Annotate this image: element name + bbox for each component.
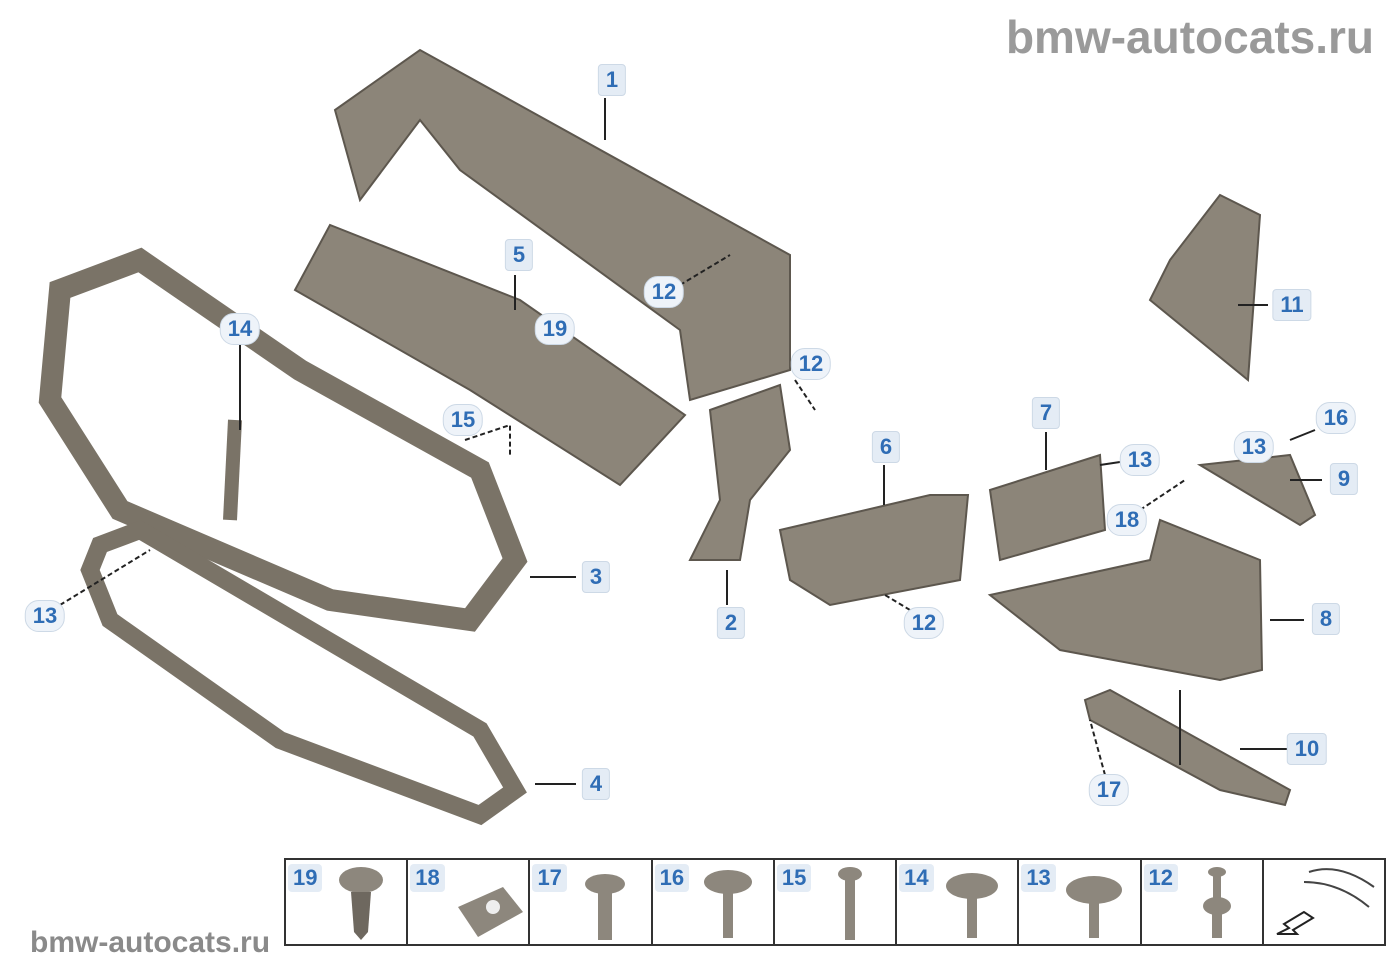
part-9-bracket — [1196, 453, 1317, 527]
callout-13[interactable]: 13 — [1233, 431, 1275, 463]
part-4-grille — [80, 520, 527, 826]
callout-10[interactable]: 10 — [1286, 733, 1328, 765]
callout-12[interactable]: 12 — [903, 607, 945, 639]
callout-13[interactable]: 13 — [1119, 444, 1161, 476]
vehicle-orientation-cell — [1261, 860, 1386, 944]
fastener-number: 13 — [1021, 864, 1056, 892]
callout-1[interactable]: 1 — [597, 64, 627, 96]
rivet-icon — [1202, 867, 1231, 938]
callout-17[interactable]: 17 — [1088, 774, 1130, 806]
fastener-number: 17 — [532, 864, 567, 892]
callout-19[interactable]: 19 — [534, 313, 576, 345]
callout-7[interactable]: 7 — [1031, 397, 1061, 429]
callout-3[interactable]: 3 — [581, 561, 611, 593]
callout-14[interactable]: 14 — [219, 313, 261, 345]
callout-15[interactable]: 15 — [442, 404, 484, 436]
callout-18[interactable]: 18 — [1106, 504, 1148, 536]
fastener-number: 15 — [776, 864, 812, 892]
callout-9[interactable]: 9 — [1329, 463, 1359, 495]
fastener-16[interactable]: 16 — [650, 860, 773, 944]
callout-4[interactable]: 4 — [581, 768, 611, 800]
fastener-number: 14 — [899, 864, 934, 892]
screw-icon — [339, 867, 383, 940]
fastener-number: 16 — [654, 864, 690, 892]
fastener-number: 18 — [410, 864, 445, 892]
part-2-bracket — [688, 383, 792, 561]
callout-16[interactable]: 16 — [1315, 402, 1357, 434]
clip-nut-icon — [458, 887, 524, 937]
callout-12[interactable]: 12 — [643, 276, 685, 308]
fastener-19[interactable]: 19 — [284, 860, 406, 944]
leader-lines — [59, 98, 1322, 785]
part-1-carrier — [333, 48, 791, 402]
part-7-duct — [988, 453, 1107, 562]
fastener-12[interactable]: 12 — [1139, 860, 1262, 944]
bolt-icon — [585, 874, 626, 940]
fastener-strip: 19 18 17 16 15 14 13 12 — [284, 858, 1386, 946]
part-8-duct — [987, 518, 1264, 682]
part-3-frame — [38, 247, 528, 632]
callout-5[interactable]: 5 — [504, 239, 534, 271]
part-5-cover — [293, 223, 687, 487]
callout-13[interactable]: 13 — [24, 600, 66, 632]
watermark-top: bmw-autocats.ru — [1005, 11, 1374, 63]
screw-icon — [946, 873, 999, 938]
fastener-number: 19 — [288, 864, 323, 892]
vehicle-arrow-icon — [1276, 868, 1375, 935]
screw-icon — [837, 867, 862, 940]
fastener-14[interactable]: 14 — [895, 860, 1017, 944]
callout-11[interactable]: 11 — [1272, 289, 1312, 321]
fastener-18[interactable]: 18 — [406, 860, 528, 944]
callout-2[interactable]: 2 — [716, 607, 746, 639]
callout-6[interactable]: 6 — [871, 431, 901, 463]
fastener-number: 12 — [1143, 864, 1179, 892]
part-6-duct — [778, 494, 970, 607]
callout-12[interactable]: 12 — [790, 348, 832, 380]
screw-icon — [703, 870, 752, 938]
watermark-bottom: bmw-autocats.ru — [30, 926, 271, 959]
fastener-15[interactable]: 15 — [772, 860, 895, 944]
fastener-17[interactable]: 17 — [528, 860, 650, 944]
callout-8[interactable]: 8 — [1311, 603, 1341, 635]
part-11-deflector — [1148, 193, 1262, 382]
screw-icon — [1066, 876, 1123, 938]
fastener-13[interactable]: 13 — [1017, 860, 1139, 944]
part-3-center — [223, 419, 242, 521]
